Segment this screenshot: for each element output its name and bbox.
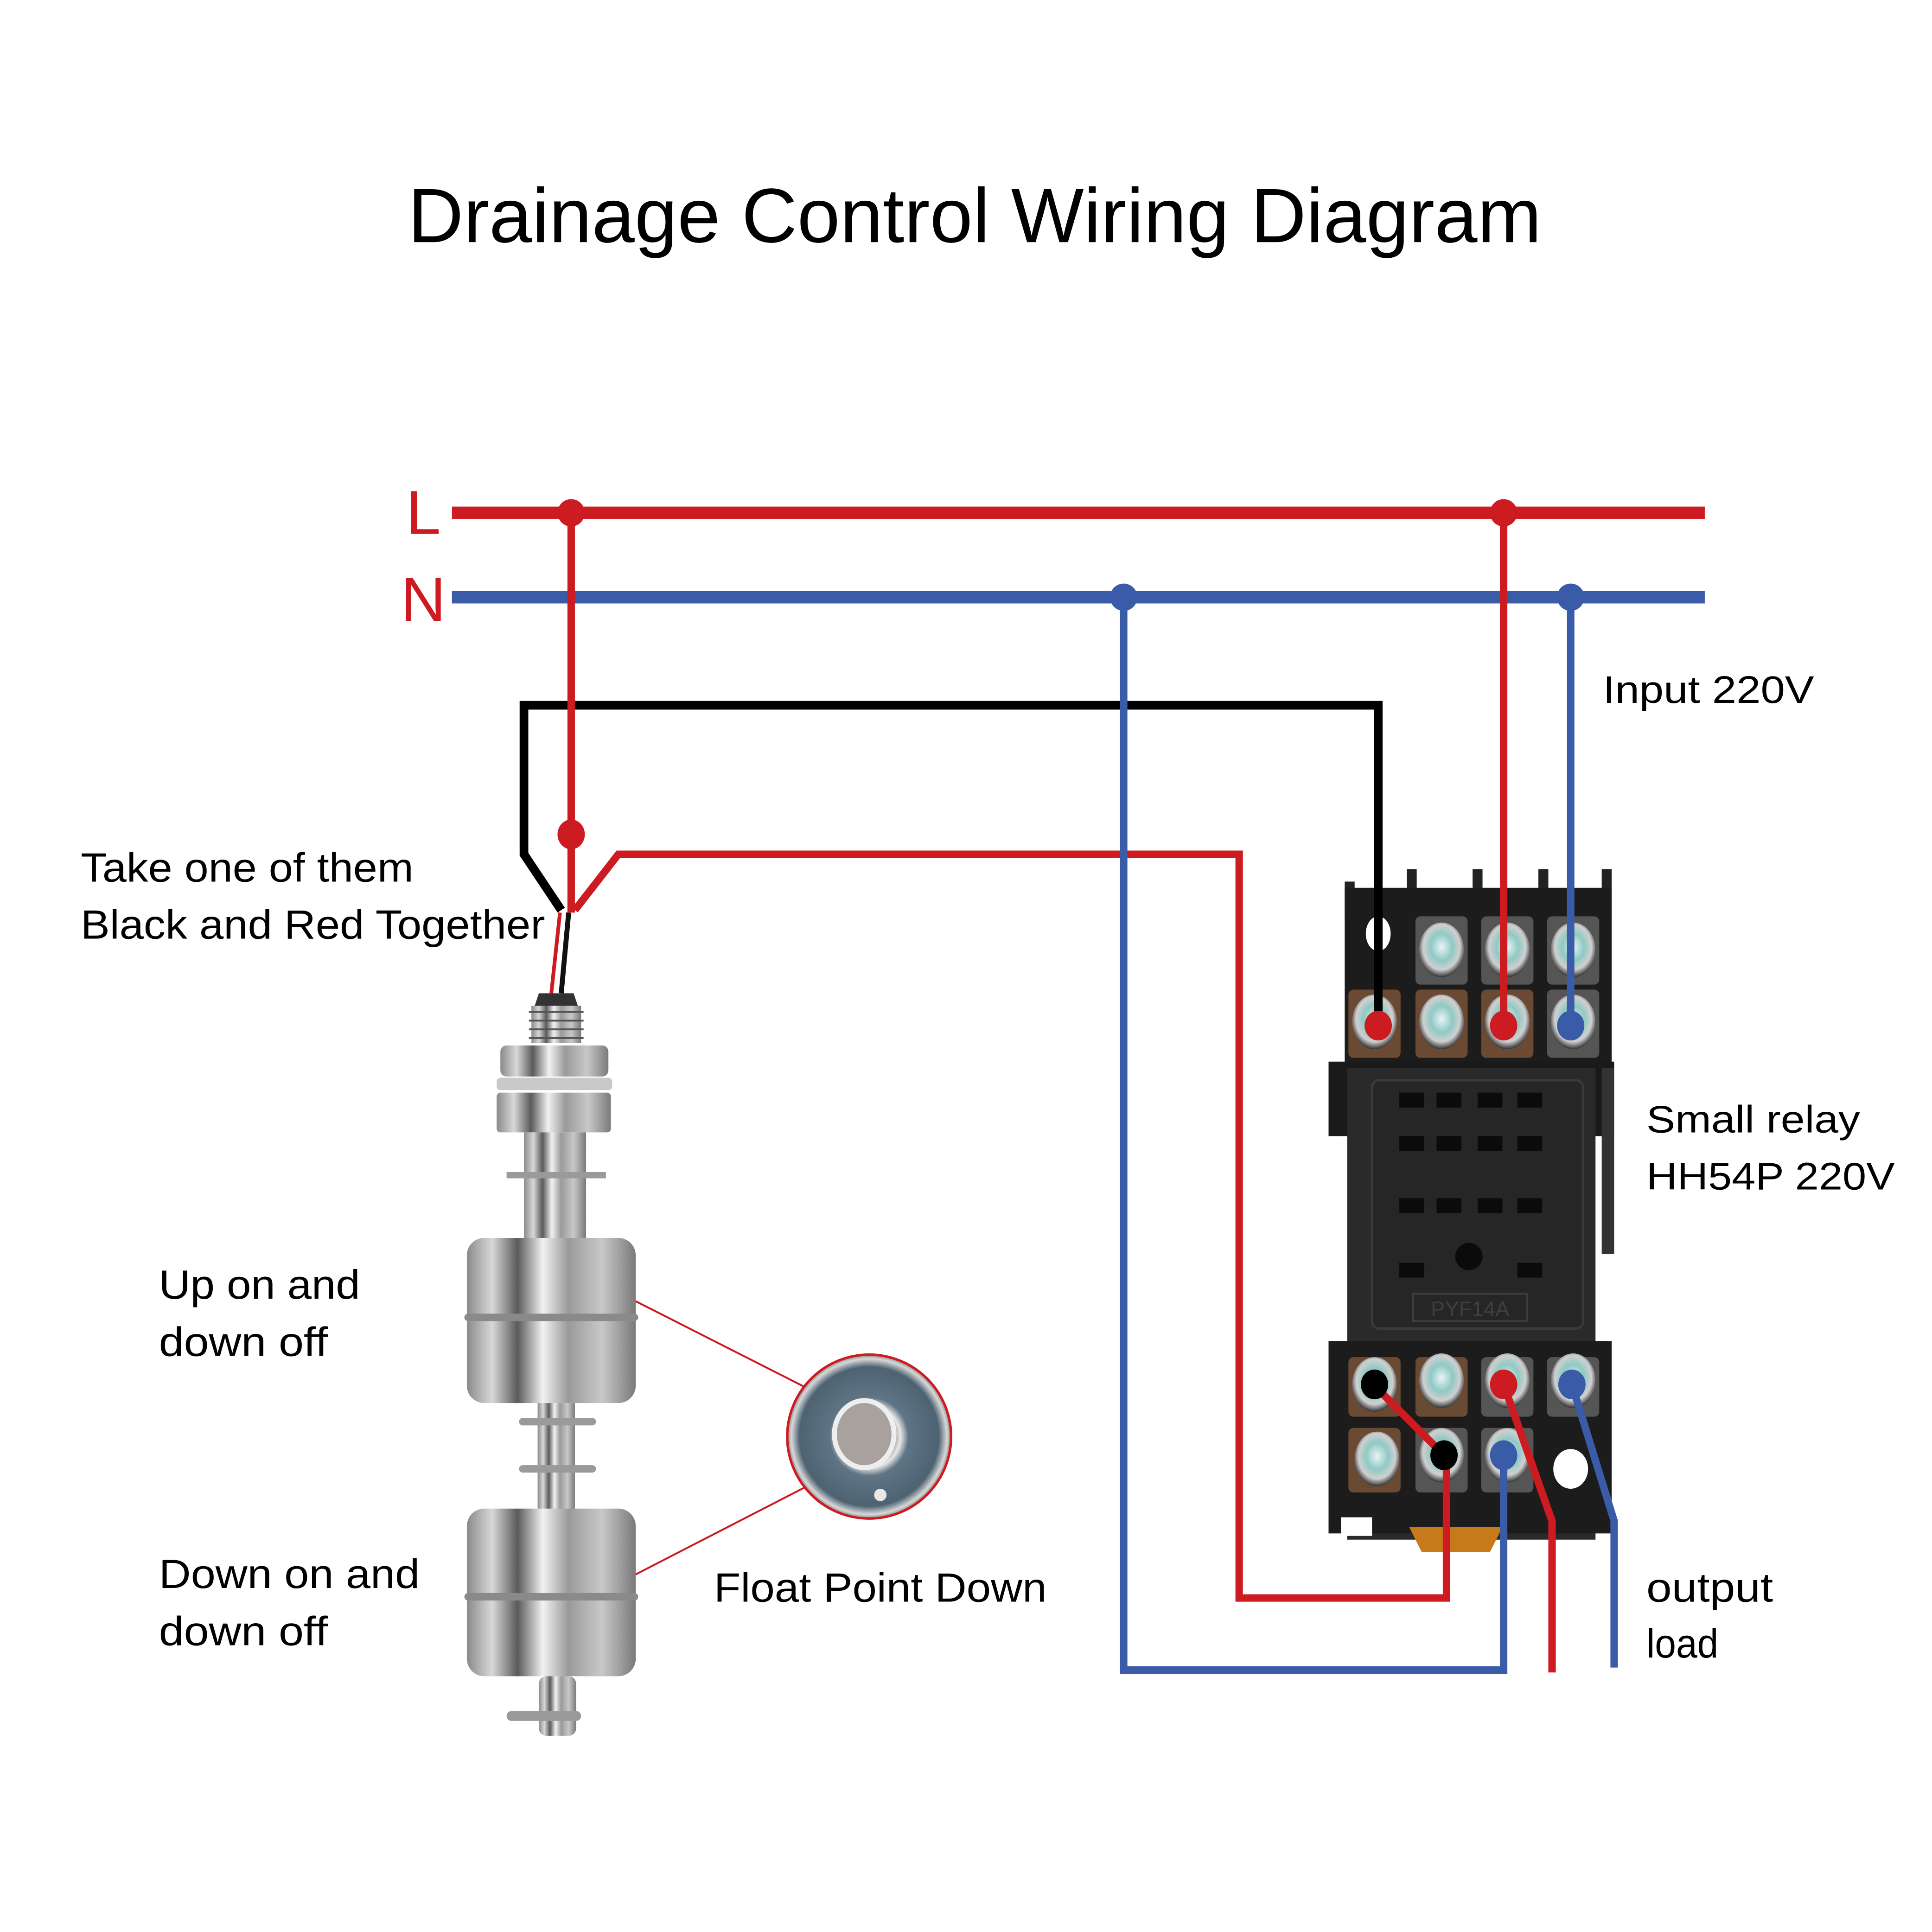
upper-float-label-line1: Up on and (159, 1262, 360, 1307)
float-detail-magnifier-icon (786, 1353, 953, 1520)
junction-dot (557, 819, 585, 849)
terminal-dot (1557, 1010, 1585, 1041)
output-load-label-line2: load (1646, 1620, 1718, 1666)
black-signal-wire (519, 701, 1383, 1023)
neutral-loop-wire (1120, 597, 1508, 1674)
neutral-bus-label: N (401, 565, 446, 634)
terminal-dot (1558, 1369, 1586, 1400)
pin-slots (1399, 1092, 1543, 1278)
float-to-relay-red-wire (572, 850, 1450, 1602)
float-point-label: Float Point Down (714, 1565, 1047, 1611)
callout-line (635, 1486, 805, 1575)
wire-note-line1: Take one of them (81, 844, 414, 890)
output-load-label-line1: output (1646, 1565, 1773, 1611)
terminal-dot (1361, 1369, 1389, 1400)
junction-dot (1110, 583, 1138, 611)
terminal-dot (1490, 1440, 1518, 1470)
callout-line (635, 1300, 805, 1388)
junction-dots (557, 499, 1586, 1470)
terminal-dot (1490, 1010, 1518, 1041)
output-load-neutral-wire (1568, 1383, 1618, 1668)
relay-label-line2: HH54P 220V (1646, 1155, 1895, 1198)
live-bus-label: L (406, 478, 440, 548)
terminal-dot (1430, 1440, 1458, 1470)
junction-dot (1490, 499, 1518, 527)
relay-label-line1: Small relay (1646, 1097, 1860, 1141)
junction-dot (1557, 583, 1585, 611)
wire-note-line2: Black and Red Together (81, 902, 545, 948)
terminal-dot (1365, 1010, 1392, 1041)
mounting-hole (1553, 1449, 1588, 1489)
input-voltage-label: Input 220V (1603, 668, 1814, 711)
lower-float (466, 1508, 636, 1677)
float-switch-icon (464, 912, 638, 1736)
junction-dot (557, 499, 585, 527)
socket-marking: PYF14A (1431, 1297, 1510, 1321)
relay-bridge-wire (1374, 1385, 1447, 1458)
lower-float-label-line2: down off (159, 1608, 328, 1654)
upper-float-label-line2: down off (159, 1319, 328, 1365)
page-title: Drainage Control Wiring Diagram (408, 173, 1542, 259)
lower-float-label-line1: Down on and (159, 1551, 420, 1597)
terminal-dot (1490, 1369, 1518, 1400)
output-load-live-wire (1500, 1383, 1556, 1673)
